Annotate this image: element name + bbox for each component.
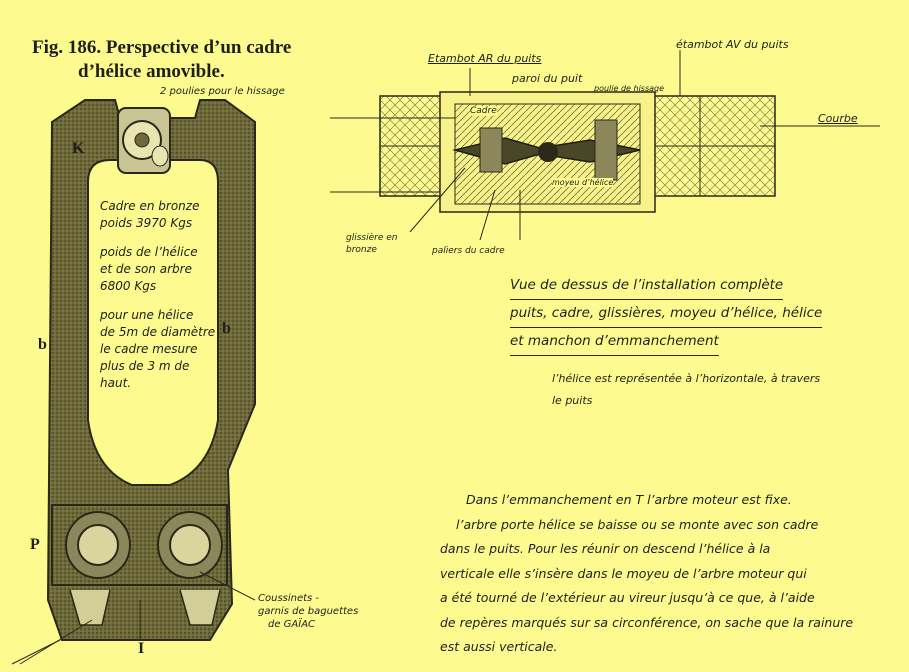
label-paliers: paliers du cadre [432,246,505,256]
top-view-note-line: l’hélice est représentée à l’horizontale… [552,372,821,385]
letter-b-right: b [222,320,231,337]
label-glissiere: glissière en bronze [346,232,397,256]
leader-lines [11,571,256,665]
paragraph-line: Dans l’emmanchement en T l’arbre moteur … [466,492,792,507]
label-etambot-ar: Etambot AR du puits [428,52,542,65]
top-view-diagram [330,50,880,241]
paragraph-line: de repères marqués sur sa circonférence,… [440,614,854,630]
frame-note-line: poids 3970 Kgs [100,216,193,230]
bearings-label-line: garnis de baguettes [258,606,359,617]
frame-note-line: de 5m de diamètre [100,325,216,339]
label-paroi: paroi du puit [512,72,583,85]
paragraph-line: dans le puits. Pour les réunir on descen… [440,541,771,556]
frame-note-line: plus de 3 m de [100,359,190,373]
label-cadre: Cadre [470,106,497,116]
letter-k: K [72,140,85,157]
frame-note-line: poids de l’hélice [100,245,198,259]
label-courbe: Courbe [818,112,858,125]
label-glissiere-line: glissière en [346,233,398,243]
label-pulleys: 2 poulies pour le hissage [160,86,285,97]
label-moyeu: moyeu d’hélice [552,178,614,187]
letter-i: I [138,640,145,657]
letter-b-left: b [38,336,47,353]
frame-note-line: et de son arbre [100,262,192,276]
letter-p: P [30,536,40,553]
label-glissiere-line: bronze [346,245,377,255]
bearings-label-line: Coussinets - [258,593,320,604]
figure-title: Fig. 186. Perspective d’un cadre d’hélic… [32,36,291,84]
paragraph-line: verticale elle s’insère dans le moyeu de… [440,565,807,581]
bearings-label: Coussinets - garnis de baguettes de GAÏA… [258,592,358,631]
figure-title-line-1: Fig. 186. Perspective d’un cadre [32,37,292,58]
frame-note-line: haut. [100,376,132,390]
frame-note-line: Cadre en bronze [100,199,200,213]
top-view-title: Vue de dessus de l’installation complète… [510,272,823,356]
figure-title-line-2: d’hélice amovible. [78,61,225,82]
explanatory-paragraph: Dans l’emmanchement en T l’arbre moteur … [440,488,853,660]
frame-note: Cadre en bronze poids 3970 Kgs poids de … [100,198,216,392]
label-poulie: poulie de hissage [594,84,665,93]
paragraph-line: est aussi verticale. [440,639,558,654]
frame-note-line: pour une hélice [100,308,194,322]
top-view-title-line: Vue de dessus de l’installation complète [510,272,784,300]
top-view-title-line: et manchon d’emmanchement [510,328,719,356]
paragraph-line: a été tourné de l’extérieur au vireur ju… [440,590,815,605]
bearings-label-line: de GAÏAC [268,619,316,630]
top-view-note: l’hélice est représentée à l’horizontale… [552,368,820,412]
frame-note-line: 6800 Kgs [100,279,157,293]
bronze-frame [46,99,256,641]
top-view-note-line: le puits [552,394,593,407]
frame-note-line: le cadre mesure [100,342,198,356]
top-view-title-line: puits, cadre, glissières, moyeu d’hélice… [510,300,823,328]
paragraph-line: l’arbre porte hélice se baisse ou se mon… [456,516,819,532]
label-etambot-av: étambot AV du puits [676,38,789,51]
